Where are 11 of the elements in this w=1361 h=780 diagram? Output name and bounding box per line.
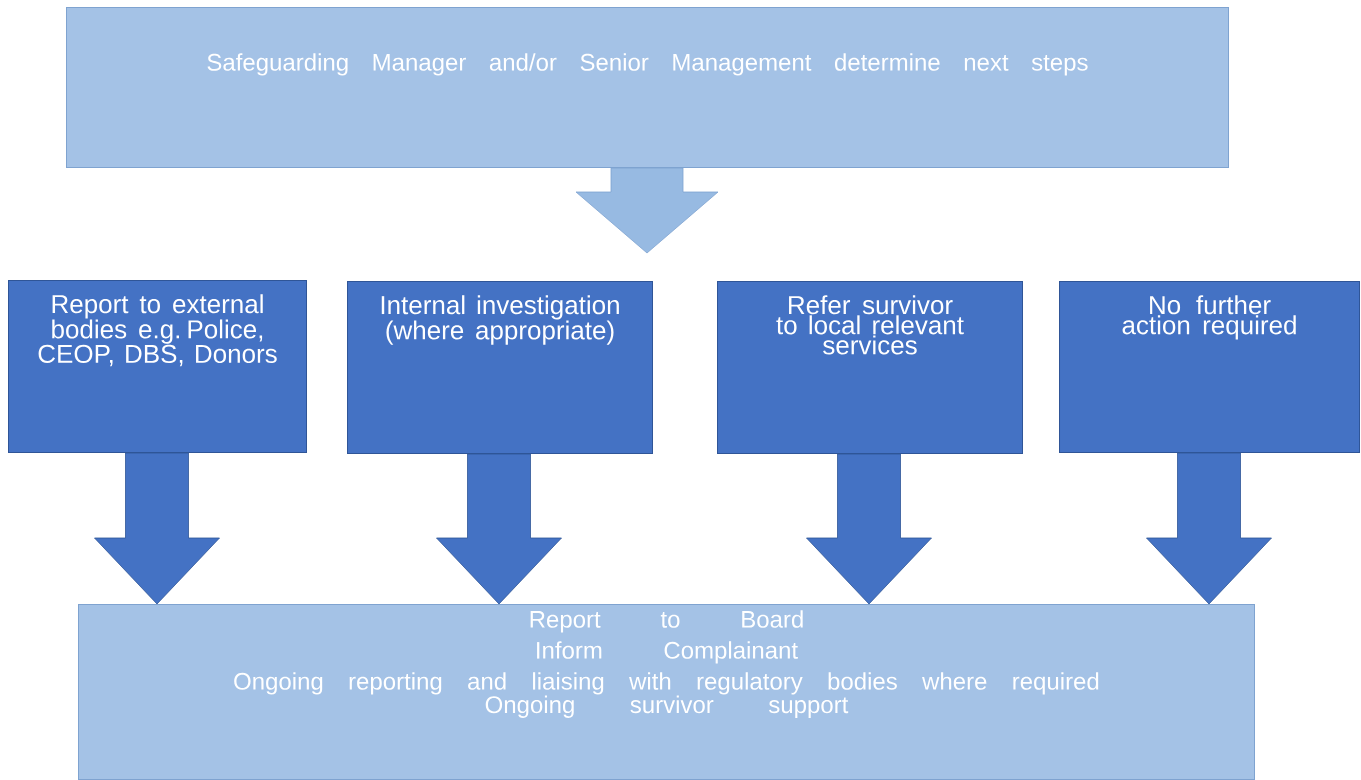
block-arrow bbox=[806, 453, 932, 605]
process-box: Refer survivor to local relevant services bbox=[717, 281, 1023, 454]
block-arrow bbox=[94, 452, 220, 605]
process-box: Report to external bodies e.g. Police, CEOP, DBS, Donors bbox=[8, 280, 307, 453]
block-arrow bbox=[1146, 452, 1272, 605]
block-arrow bbox=[575, 167, 719, 254]
block-arrow bbox=[436, 453, 562, 605]
process-box: No further action required bbox=[1059, 281, 1360, 453]
summary-box: Safeguarding Manager and/or Senior Management determine next steps bbox=[66, 7, 1229, 168]
process-box: Internal investigation (where appropriate) bbox=[347, 281, 653, 454]
summary-box: Report to Board Inform Complainant Ongoing reporting and liaising with regulatory bodies where required Ongoing survivor support bbox=[78, 604, 1255, 780]
